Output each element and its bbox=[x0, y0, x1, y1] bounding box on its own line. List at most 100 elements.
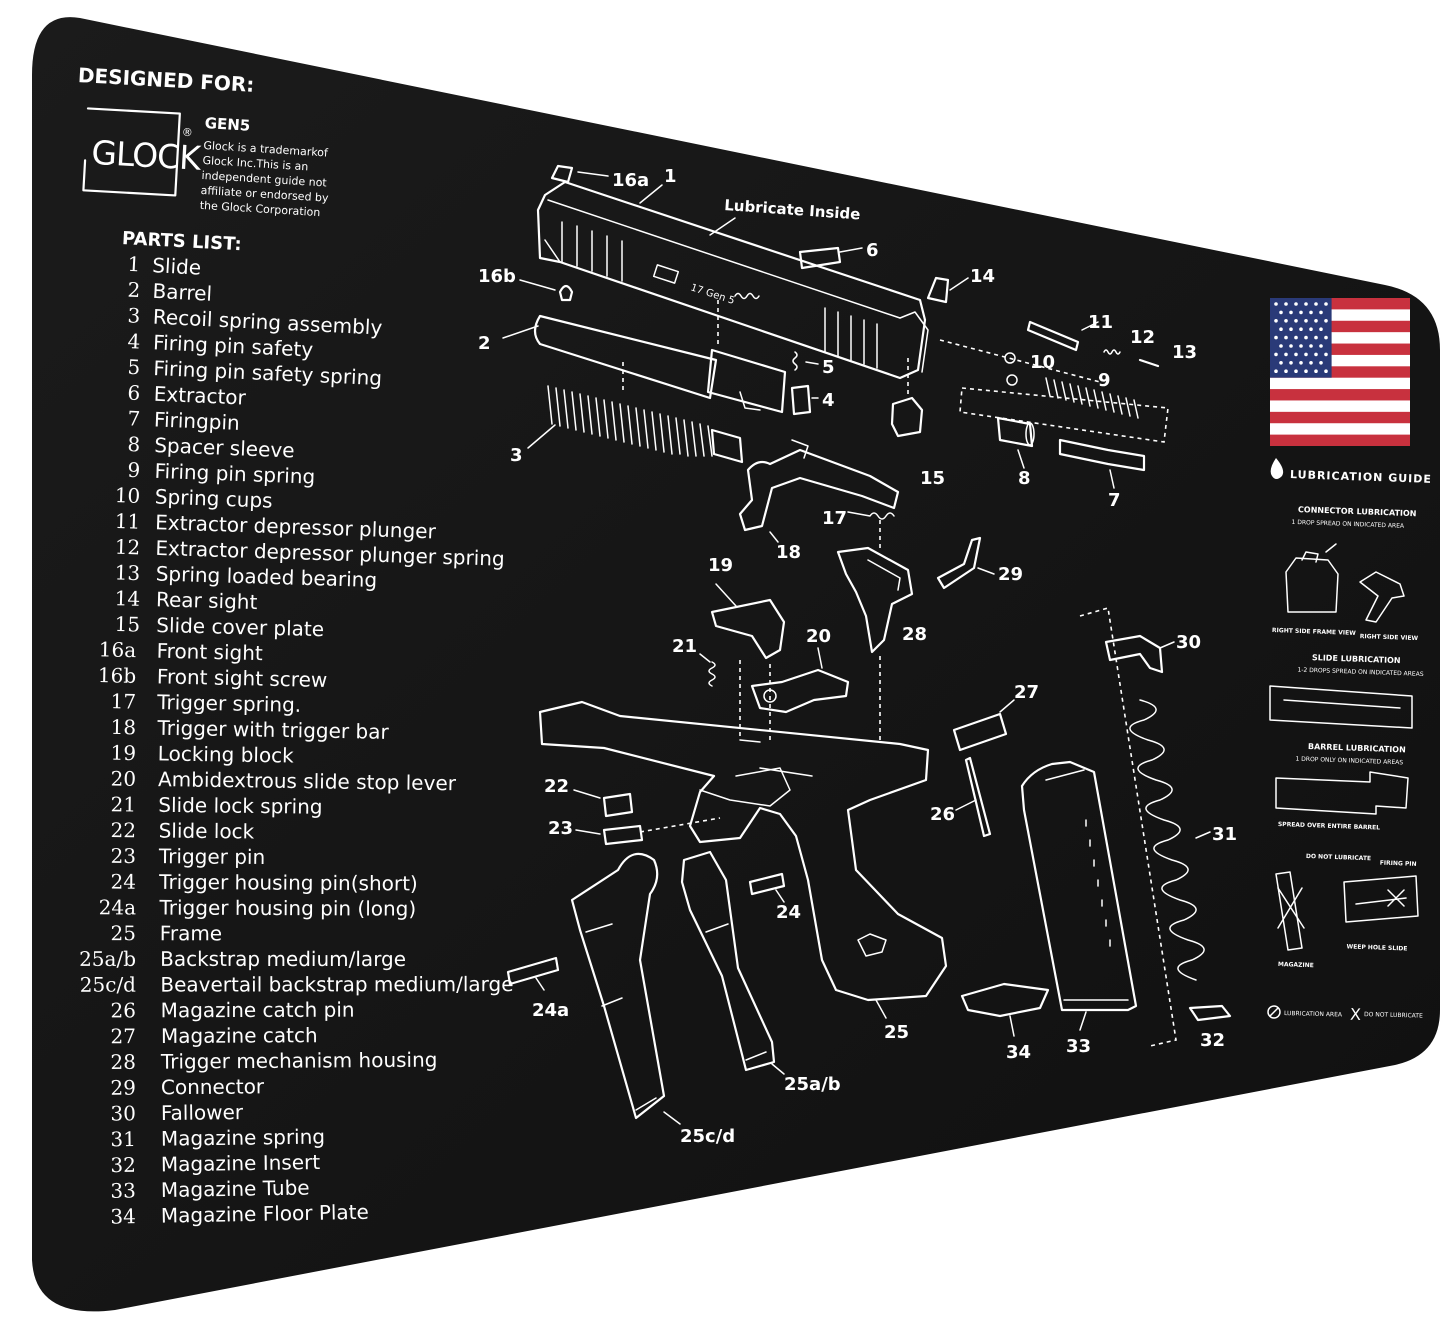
lubrication-guide: LUBRICATION GUIDE CONNECTOR LUBRICATION … bbox=[1267, 458, 1432, 1024]
callout-19: 19 bbox=[708, 555, 733, 576]
part-number: 22 bbox=[110, 818, 136, 842]
flag-star bbox=[1274, 335, 1278, 340]
flag-star bbox=[1304, 319, 1308, 323]
part-number: 14 bbox=[114, 586, 140, 611]
part-name: Slide bbox=[152, 253, 202, 280]
flag-star bbox=[1284, 369, 1288, 374]
part-number: 26 bbox=[110, 998, 136, 1022]
callout-3: 3 bbox=[510, 445, 523, 466]
flag-star bbox=[1299, 310, 1303, 315]
disclaimer-line: Glock Inc.This is an bbox=[202, 154, 309, 173]
part-number: 19 bbox=[110, 741, 136, 765]
slide-lub-title: SLIDE LUBRICATION bbox=[1312, 653, 1401, 665]
part-number: 29 bbox=[110, 1076, 136, 1100]
flag-star bbox=[1309, 361, 1313, 365]
part-number: 1 bbox=[127, 252, 141, 277]
part-name: Backstrap medium/large bbox=[160, 947, 406, 971]
flag-star bbox=[1309, 327, 1313, 332]
flag-star bbox=[1274, 302, 1278, 306]
flag-star bbox=[1299, 344, 1303, 348]
callout-6: 6 bbox=[866, 240, 879, 261]
callout-24: 24 bbox=[776, 902, 801, 923]
part-name: Slide lock bbox=[159, 818, 255, 843]
part-number: 32 bbox=[110, 1153, 136, 1177]
flag-star bbox=[1314, 319, 1318, 323]
part-number: 33 bbox=[110, 1178, 136, 1202]
callout-33: 33 bbox=[1066, 1036, 1091, 1057]
parts-list-item: 33 Magazine Tube bbox=[110, 1176, 310, 1203]
part-name: Trigger pin bbox=[158, 844, 265, 869]
flag-star bbox=[1274, 369, 1278, 374]
part-number: 24a bbox=[99, 895, 137, 919]
part-number: 18 bbox=[110, 715, 136, 739]
us-flag bbox=[1270, 298, 1410, 446]
part-number: 31 bbox=[110, 1127, 136, 1151]
magazine-label: MAGAZINE bbox=[1278, 961, 1314, 969]
part-name: Magazine Floor Plate bbox=[161, 1200, 369, 1228]
right-side-frame-label: RIGHT SIDE FRAME VIEW bbox=[1272, 627, 1356, 637]
flag-star bbox=[1304, 335, 1308, 340]
flag-star bbox=[1294, 319, 1298, 323]
flag-star bbox=[1294, 352, 1298, 357]
part-name: Frame bbox=[160, 921, 222, 945]
part-name: Barrel bbox=[152, 279, 213, 306]
part-name: Extractor bbox=[153, 382, 247, 410]
part-number: 9 bbox=[127, 458, 141, 482]
flag-star bbox=[1294, 369, 1298, 374]
part-number: 24 bbox=[111, 870, 137, 894]
flag-star bbox=[1284, 302, 1288, 306]
part-name: Connector bbox=[161, 1074, 265, 1099]
part-name: Slide lock spring bbox=[158, 793, 322, 819]
flag-stripe bbox=[1270, 343, 1410, 355]
flag-star bbox=[1319, 344, 1323, 348]
flag-star bbox=[1284, 352, 1288, 357]
flag-star bbox=[1284, 335, 1288, 340]
callout-30: 30 bbox=[1176, 632, 1201, 653]
part-name: Magazine Tube bbox=[161, 1176, 310, 1202]
part-number: 17 bbox=[110, 689, 136, 713]
callout-9: 9 bbox=[1098, 370, 1111, 391]
weep-hole-label: WEEP HOLE SLIDE bbox=[1346, 943, 1407, 952]
barrel-drawing bbox=[533, 314, 787, 414]
part-name: Spring cups bbox=[155, 484, 273, 512]
parts-list-item: 17 Trigger spring. bbox=[110, 689, 301, 717]
lubrication-guide-title: LUBRICATION GUIDE bbox=[1290, 468, 1432, 486]
part-number: 4 bbox=[127, 329, 141, 354]
right-side-view-label: RIGHT SIDE VIEW bbox=[1360, 633, 1419, 642]
callout-16a: 16a bbox=[612, 170, 649, 191]
part-number: 13 bbox=[114, 560, 140, 585]
callout-10: 10 bbox=[1030, 352, 1055, 373]
part-number: 28 bbox=[110, 1050, 136, 1074]
flag-star bbox=[1289, 310, 1293, 315]
oil-drop-icon bbox=[1270, 458, 1284, 479]
part-name: Beavertail backstrap medium/large bbox=[160, 972, 513, 996]
legend-lub-label: LUBRICATION AREA bbox=[1284, 1010, 1343, 1019]
trigger-drawing bbox=[738, 439, 900, 532]
connector-lub-title: CONNECTOR LUBRICATION bbox=[1298, 505, 1417, 518]
callout-22: 22 bbox=[544, 776, 569, 797]
flag-stripe bbox=[1270, 389, 1410, 401]
flag-star bbox=[1314, 302, 1318, 306]
callout-28: 28 bbox=[902, 624, 927, 645]
part-number: 16b bbox=[98, 663, 137, 688]
part-number: 11 bbox=[114, 509, 140, 534]
model-label: GEN5 bbox=[204, 114, 251, 135]
part-name: Trigger spring. bbox=[156, 690, 301, 717]
flag-star bbox=[1279, 344, 1283, 348]
callout-34: 34 bbox=[1006, 1042, 1031, 1063]
flag-stripe bbox=[1270, 320, 1410, 333]
callout-25c-d: 25c/d bbox=[680, 1126, 735, 1147]
flag-star bbox=[1279, 361, 1283, 365]
callout-15: 15 bbox=[920, 468, 945, 489]
